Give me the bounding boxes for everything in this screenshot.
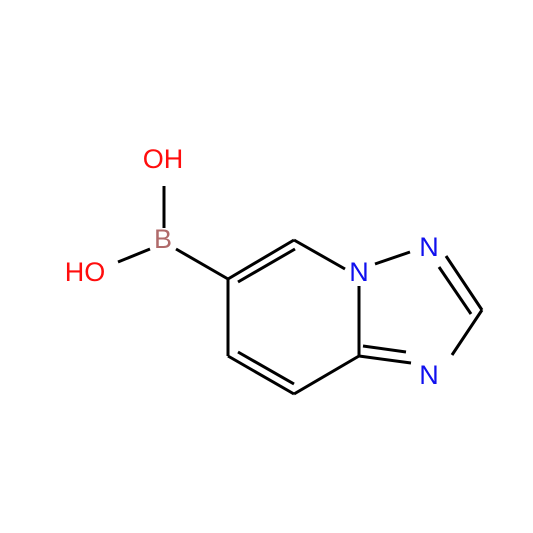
bonds	[117, 186, 484, 396]
bond-c5-n1	[293, 238, 346, 271]
atom-label-n-bottom: N	[419, 360, 439, 390]
bond-c6-c5	[227, 238, 295, 281]
atom-label-n1: N	[349, 257, 369, 287]
bond-b-oh-left	[117, 247, 151, 264]
bond-c6-c5-double	[237, 247, 296, 284]
atom-label-oh-top: OH	[143, 144, 184, 174]
atom-label-boron: B	[154, 224, 172, 254]
bond-c8-c7	[227, 354, 295, 396]
atom-label-oh-left: HO	[65, 257, 106, 287]
bond-c8-c7-double	[237, 350, 295, 386]
bond-n2-c3-double	[437, 266, 473, 315]
atom-label-n-top: N	[419, 232, 439, 262]
bond-c8a-c8	[293, 354, 360, 396]
bond-n2-c3	[444, 255, 484, 311]
bond-b-c6	[175, 247, 229, 281]
atom-labels: OH HO B N N N	[65, 144, 439, 390]
bond-c3-n4	[450, 309, 484, 356]
bond-n4-c8a-double	[362, 344, 407, 354]
bond-n1-n2	[374, 250, 411, 266]
bond-n4-c8a	[358, 354, 412, 365]
